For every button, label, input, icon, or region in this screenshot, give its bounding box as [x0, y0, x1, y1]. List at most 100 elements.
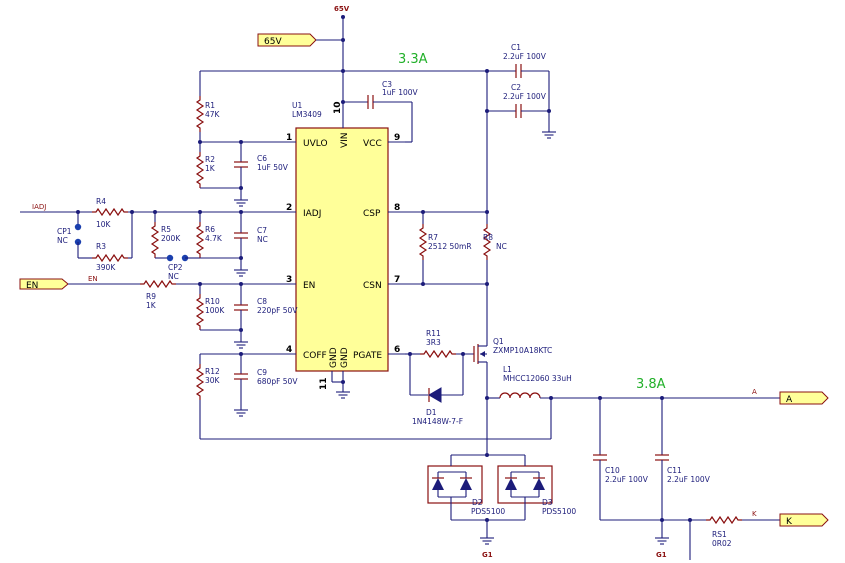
supply-net-label: 65V [334, 5, 350, 13]
svg-text:NC: NC [168, 272, 179, 281]
resistor-r8 [483, 223, 491, 261]
input-current-label: 3.3A [398, 52, 428, 67]
svg-text:R12: R12 [205, 367, 220, 376]
svg-text:COFF: COFF [303, 351, 327, 361]
ground-icon [541, 125, 557, 139]
cap-c2: C2 2.2uF 100V [487, 83, 549, 118]
svg-text:MHCC12060 33uH: MHCC12060 33uH [503, 374, 572, 383]
svg-text:GND: GND [340, 347, 350, 368]
svg-text:G1: G1 [656, 551, 667, 559]
port-k-label: K [786, 517, 793, 527]
svg-text:1uF 100V: 1uF 100V [382, 88, 419, 97]
supply-65v: 65V 65V [257, 5, 350, 105]
svg-text:C8: C8 [257, 297, 267, 306]
svg-text:IADJ: IADJ [32, 203, 46, 211]
svg-text:G1: G1 [482, 551, 493, 559]
svg-text:D1: D1 [426, 408, 437, 417]
resistor-r10 [196, 293, 204, 331]
svg-text:680pF 50V: 680pF 50V [257, 377, 298, 386]
svg-text:IADJ: IADJ [303, 209, 321, 219]
svg-text:CP1: CP1 [57, 227, 72, 236]
svg-text:VCC: VCC [363, 139, 382, 149]
svg-text:R5: R5 [161, 225, 171, 234]
svg-text:RS1: RS1 [712, 530, 727, 539]
svg-text:R6: R6 [205, 225, 215, 234]
svg-text:A: A [752, 388, 757, 396]
port-a-label: A [786, 395, 793, 405]
resistor-r12 [196, 363, 204, 401]
svg-text:R9: R9 [146, 292, 156, 301]
svg-text:1K: 1K [205, 164, 216, 173]
svg-text:D2: D2 [472, 498, 483, 507]
svg-text:11: 11 [319, 377, 329, 390]
resistor-r3 [91, 254, 129, 262]
svg-text:1uF 50V: 1uF 50V [257, 163, 289, 172]
svg-text:3R3: 3R3 [426, 338, 441, 347]
svg-text:NC: NC [496, 242, 507, 251]
resistor-r4 [91, 208, 129, 216]
svg-text:10: 10 [333, 101, 343, 114]
svg-text:EN: EN [88, 275, 98, 283]
svg-text:2: 2 [286, 203, 292, 213]
svg-text:R8: R8 [483, 233, 493, 242]
port-en[interactable]: EN [19, 278, 69, 291]
cap-c1: C1 2.2uF 100V [487, 43, 549, 78]
cap-c7: C7 NC [234, 212, 268, 264]
svg-text:U1: U1 [292, 101, 302, 110]
svg-text:LM3409: LM3409 [292, 110, 322, 119]
svg-text:CSN: CSN [363, 281, 382, 291]
svg-text:ZXMP10A18KTC: ZXMP10A18KTC [493, 346, 552, 355]
cap-c9: C9 680pF 50V [234, 354, 298, 404]
svg-text:R7: R7 [428, 233, 438, 242]
svg-text:R3: R3 [96, 242, 106, 251]
diode-d2: D2 PDS5100 [427, 455, 505, 520]
diode-d3: D3 PDS5100 [497, 455, 576, 520]
svg-text:CSP: CSP [363, 209, 381, 219]
svg-text:C11: C11 [667, 466, 682, 475]
svg-text:L1: L1 [503, 365, 512, 374]
svg-text:200K: 200K [161, 234, 181, 243]
ic-u1: U1 LM3409 UVLO IADJ EN COFF VCC CSP CSN … [292, 101, 389, 372]
svg-text:D3: D3 [542, 498, 553, 507]
svg-text:VIN: VIN [340, 132, 350, 148]
port-65v[interactable]: 65V [257, 33, 317, 47]
svg-text:C10: C10 [605, 466, 620, 475]
svg-text:R4: R4 [96, 197, 106, 206]
cap-c3: C3 1uF 100V [341, 80, 419, 143]
svg-text:30K: 30K [205, 376, 221, 385]
port-en-label: EN [26, 281, 38, 291]
svg-text:2.2uF 100V: 2.2uF 100V [605, 475, 649, 484]
port-a[interactable]: A [779, 391, 829, 405]
svg-text:9: 9 [394, 133, 400, 143]
svg-text:R2: R2 [205, 155, 215, 164]
svg-text:C1: C1 [511, 43, 521, 52]
svg-text:1K: 1K [146, 301, 157, 310]
svg-text:4.7K: 4.7K [205, 234, 223, 243]
svg-text:0R02: 0R02 [712, 539, 732, 548]
svg-text:1: 1 [286, 133, 292, 143]
svg-text:PDS5100: PDS5100 [471, 507, 505, 516]
mosfet-q1: Q1 ZXMP10A18KTC [473, 337, 552, 398]
svg-text:47K: 47K [205, 110, 221, 119]
cp2-pad-a [166, 254, 174, 262]
svg-text:NC: NC [57, 236, 68, 245]
resistor-r6 [196, 221, 204, 259]
svg-text:PDS5100: PDS5100 [542, 507, 576, 516]
port-k[interactable]: K [779, 513, 829, 527]
cap-c10: C10 2.2uF 100V [593, 398, 649, 520]
svg-text:10K: 10K [96, 220, 112, 229]
port-65v-label: 65V [264, 37, 282, 47]
svg-text:R1: R1 [205, 101, 215, 110]
svg-text:2512 50mR: 2512 50mR [428, 242, 472, 251]
svg-text:4: 4 [286, 345, 292, 355]
resistor-rs1 [705, 516, 743, 524]
svg-text:Q1: Q1 [493, 337, 504, 346]
svg-text:6: 6 [394, 345, 400, 355]
svg-text:C7: C7 [257, 226, 267, 235]
svg-text:220pF 50V: 220pF 50V [257, 306, 298, 315]
svg-text:2.2uF 100V: 2.2uF 100V [667, 475, 711, 484]
svg-text:CP2: CP2 [168, 263, 183, 272]
svg-text:C2: C2 [511, 83, 521, 92]
svg-text:100K: 100K [205, 306, 225, 315]
